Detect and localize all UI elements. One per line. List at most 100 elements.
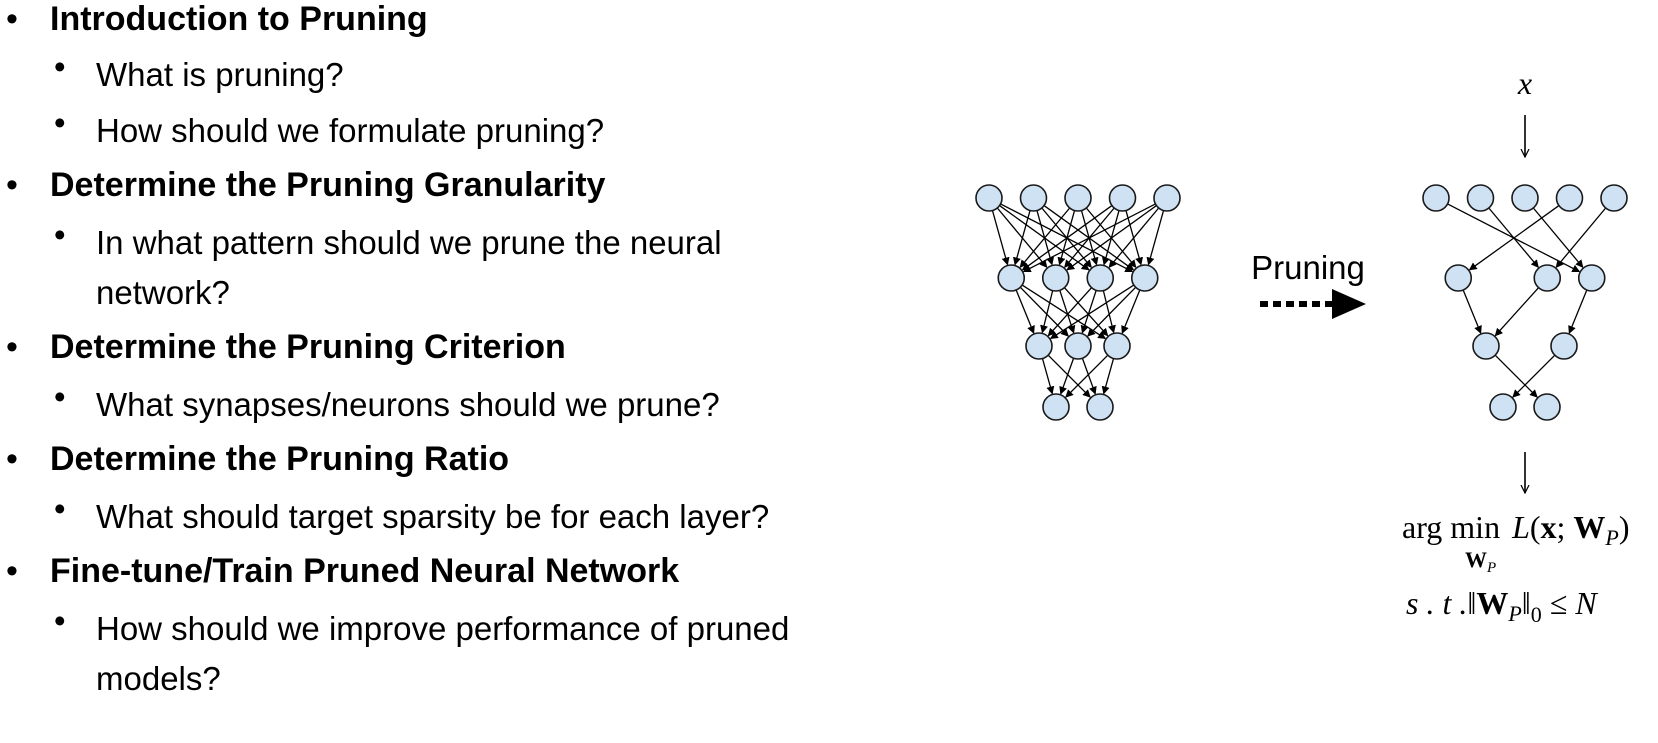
- neuron-node: [1064, 184, 1092, 212]
- connection-edge: [1066, 205, 1157, 271]
- connection-edge: [1021, 205, 1113, 271]
- subitem-text: What is pruning?: [96, 56, 344, 93]
- loss-L: L: [1511, 509, 1530, 545]
- connection-edge: [1121, 289, 1141, 334]
- objective-formula: arg min L(x;WP): [1402, 509, 1630, 550]
- bullet: •: [54, 378, 66, 415]
- connection-edge: [1462, 289, 1482, 334]
- neuron-node: [1108, 184, 1137, 212]
- bullet: •: [6, 440, 18, 478]
- neuron-node: [1130, 264, 1159, 292]
- neuron-node: [1511, 184, 1539, 212]
- bullet: •: [6, 328, 18, 366]
- connection-edge: [1065, 354, 1109, 398]
- neuron-node: [997, 264, 1026, 292]
- neuron-node: [1472, 332, 1500, 360]
- pruned-network: [1422, 184, 1628, 421]
- connection-edge: [1555, 207, 1607, 269]
- neuron-node: [1533, 264, 1562, 292]
- connection-edge: [1015, 289, 1035, 334]
- connection-edge: [1568, 289, 1588, 334]
- connection-edge: [1101, 358, 1115, 395]
- connection-edge: [1019, 207, 1071, 269]
- bullet: •: [54, 48, 66, 85]
- connection-edge: [1488, 207, 1539, 269]
- section-title: Determine the Pruning Criterion: [50, 328, 566, 366]
- bullet: •: [6, 0, 18, 38]
- subitem-text: How should we improve performance of pru…: [96, 610, 790, 647]
- section-title: Determine the Pruning Ratio: [50, 440, 510, 478]
- neuron-node: [1042, 393, 1070, 421]
- arrow-head-icon: [1332, 289, 1366, 319]
- neuron-node: [1041, 264, 1070, 292]
- section-title: Introduction to Pruning: [50, 0, 428, 38]
- neuron-node: [1577, 264, 1606, 292]
- neuron-node: [1533, 393, 1561, 421]
- bullet: •: [54, 104, 66, 141]
- neuron-node: [1489, 393, 1517, 421]
- connection-edge: [1080, 290, 1097, 334]
- connection-edge: [1494, 354, 1538, 398]
- constraint-formula: s . t .‖WP‖0≤N: [1406, 585, 1598, 627]
- subitem-text: What should target sparsity be for each …: [96, 498, 770, 535]
- input-label-x: x: [1517, 65, 1532, 101]
- loss-W-sub: P: [1604, 525, 1618, 550]
- connection-edge: [1494, 287, 1540, 337]
- connection-edge: [1059, 358, 1075, 395]
- bullet: •: [54, 216, 66, 253]
- pruning-arrow-label: Pruning: [1251, 249, 1365, 286]
- neuron-node: [1600, 184, 1628, 212]
- neuron-node: [1444, 264, 1473, 292]
- subitem-text: network?: [96, 274, 230, 311]
- neuron-node: [1064, 332, 1092, 360]
- neuron-node: [1555, 184, 1584, 212]
- loss-sep: ;: [1557, 509, 1566, 545]
- section-title: Determine the Pruning Granularity: [50, 166, 606, 204]
- connection-edge: [1040, 290, 1054, 334]
- subitem-text: In what pattern should we prune the neur…: [96, 224, 722, 261]
- bullet: •: [54, 602, 66, 639]
- connection-edge: [1059, 290, 1076, 334]
- connection-edge: [1102, 290, 1116, 334]
- connection-edge: [1087, 286, 1137, 337]
- connection-edge: [1063, 287, 1109, 337]
- neuron-node: [1019, 184, 1048, 212]
- connection-edge: [1108, 207, 1160, 269]
- subitem-text: How should we formulate pruning?: [96, 112, 605, 149]
- argmin-text: arg min: [1402, 509, 1500, 545]
- connection-edge: [1041, 358, 1055, 395]
- connection-edge: [1049, 284, 1135, 339]
- connection-edge: [1512, 354, 1556, 398]
- neuron-node: [1103, 332, 1131, 360]
- neuron-node: [1025, 332, 1053, 360]
- connection-edge: [1047, 354, 1091, 398]
- neuron-node: [1086, 264, 1115, 292]
- connection-edge: [1532, 207, 1584, 269]
- bullet: •: [54, 490, 66, 527]
- neuron-node: [1153, 184, 1181, 212]
- connection-edge: [1146, 210, 1165, 266]
- connection-edge: [1022, 203, 1156, 273]
- loss-x: x: [1541, 509, 1557, 545]
- neuron-node: [975, 184, 1003, 212]
- bullet: •: [6, 552, 18, 590]
- bullet: •: [6, 166, 18, 204]
- connection-edge: [991, 210, 1010, 266]
- close-paren: ): [1619, 509, 1630, 545]
- subitem-text: models?: [96, 660, 221, 697]
- neuron-node: [1086, 393, 1114, 421]
- connection-edge: [1019, 286, 1069, 337]
- argmin-subscript: WP: [1465, 547, 1496, 576]
- loss-W: W: [1573, 509, 1605, 545]
- neuron-node: [1466, 184, 1495, 212]
- neuron-node: [1422, 184, 1450, 212]
- neuron-node: [1550, 332, 1578, 360]
- pruning-arrow: Pruning: [1251, 249, 1366, 319]
- connection-edge: [1013, 210, 1031, 266]
- connection-edge: [1047, 287, 1093, 337]
- open-paren: (: [1530, 509, 1541, 545]
- connection-edge: [1081, 358, 1097, 395]
- dense-network: [975, 184, 1181, 421]
- subitem-text: What synapses/neurons should we prune?: [96, 386, 720, 423]
